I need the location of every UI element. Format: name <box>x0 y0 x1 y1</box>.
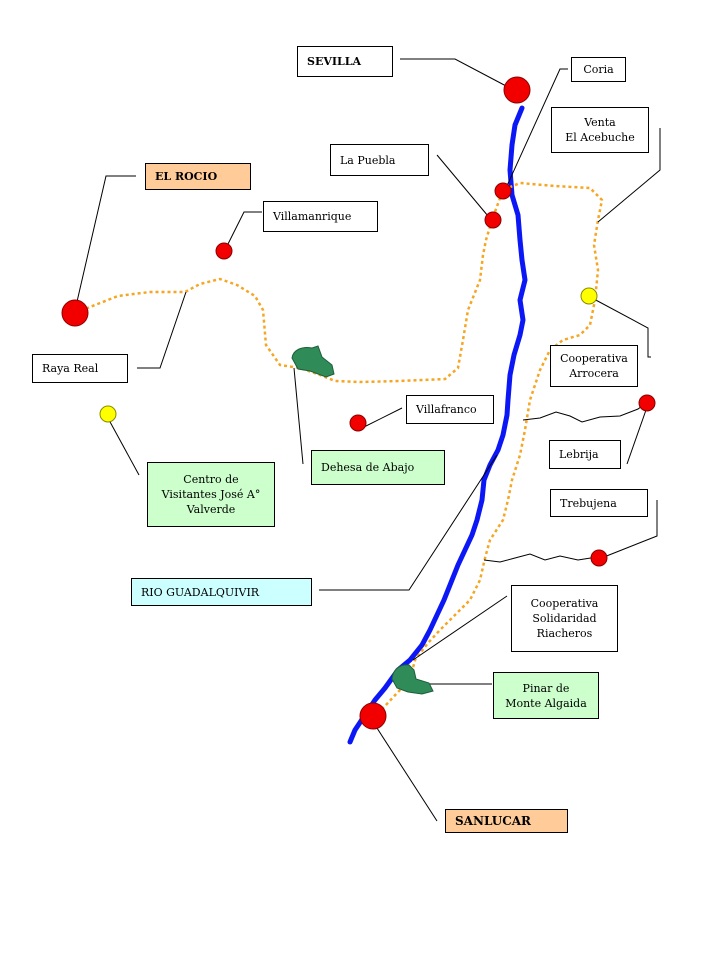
road-lebrija <box>522 402 647 423</box>
label-sevilla-text: SEVILLA <box>307 55 362 68</box>
town-marker-icon <box>484 211 502 229</box>
leader-lebrija <box>626 409 647 465</box>
leader-sanlucar <box>374 724 438 822</box>
label-el-rocio-text: EL ROCIO <box>155 170 218 183</box>
town-marker-icon <box>638 394 656 412</box>
leader-cooperativa-arrocera <box>591 297 651 358</box>
town-marker-icon <box>359 702 387 730</box>
label-dehesa-text: Dehesa de Abajo <box>321 461 415 474</box>
town-marker-icon <box>349 414 367 432</box>
town-marker-icon <box>215 242 233 260</box>
leader-sevilla <box>400 58 509 88</box>
label-trebujena: Trebujena <box>550 489 648 517</box>
label-cooperativa-solidaridad-text: Cooperativa Solidaridad Riacheros <box>530 597 599 640</box>
label-centro-text: Centro de Visitantes José A° Valverde <box>161 473 261 516</box>
leader-la-puebla <box>436 154 489 217</box>
town-marker-icon <box>590 549 608 567</box>
label-villamanrique-text: Villamanrique <box>273 210 352 223</box>
label-coria-text: Coria <box>583 63 614 76</box>
leader-rio <box>319 454 498 591</box>
label-sanlucar: SANLUCAR <box>445 809 568 833</box>
label-lebrija: Lebrija <box>549 440 621 469</box>
point-of-interest-icon <box>99 405 117 423</box>
route-path <box>74 181 604 717</box>
label-cooperativa-arrocera: Cooperativa Arrocera <box>550 345 638 387</box>
leader-centro <box>108 419 140 476</box>
label-villamanrique: Villamanrique <box>263 201 378 232</box>
leader-el-rocio <box>75 175 136 307</box>
leader-villamanrique <box>225 211 262 249</box>
label-la-puebla-text: La Puebla <box>340 153 396 167</box>
leader-dehesa <box>293 367 304 465</box>
label-el-rocio: EL ROCIO <box>145 163 251 190</box>
leader-raya-real <box>137 291 187 369</box>
label-venta-text: Venta El Acebuche <box>565 116 635 144</box>
forest-area-icon <box>291 345 335 378</box>
label-cooperativa-arrocera-text: Cooperativa Arrocera <box>560 352 628 380</box>
leader-coria <box>505 68 568 189</box>
leader-venta <box>597 128 661 223</box>
label-trebujena-text: Trebujena <box>560 496 617 510</box>
town-marker-icon <box>494 182 512 200</box>
leader-cooperativa-solidaridad <box>412 595 508 661</box>
label-pinar-text: Pinar de Monte Algaida <box>505 681 587 710</box>
point-of-interest-icon <box>580 287 598 305</box>
label-villafranco: Villafranco <box>406 395 494 424</box>
leader-lines <box>75 58 661 822</box>
leader-villafranco <box>361 407 403 429</box>
label-villafranco-text: Villafranco <box>416 403 477 416</box>
leader-trebujena <box>603 500 658 558</box>
forest-area-icon <box>391 664 434 695</box>
label-rio-text: RIO GUADALQUIVIR <box>141 585 260 599</box>
town-marker-icon <box>61 299 89 327</box>
label-dehesa-de-abajo: Dehesa de Abajo <box>311 450 445 485</box>
label-sanlucar-text: SANLUCAR <box>455 813 532 828</box>
label-raya-real-text: Raya Real <box>42 362 99 375</box>
label-coria: Coria <box>571 57 626 82</box>
label-venta-el-acebuche: Venta El Acebuche <box>551 107 649 153</box>
label-la-puebla: La Puebla <box>330 144 429 176</box>
label-lebrija-text: Lebrija <box>559 448 599 461</box>
label-rio-guadalquivir: RIO GUADALQUIVIR <box>131 578 312 606</box>
road-trebujena <box>483 553 598 563</box>
label-cooperativa-solidaridad: Cooperativa Solidaridad Riacheros <box>511 585 618 652</box>
label-raya-real: Raya Real <box>32 354 128 383</box>
label-pinar-de-monte-algaida: Pinar de Monte Algaida <box>493 672 599 719</box>
town-marker-icon <box>503 76 531 104</box>
label-sevilla: SEVILLA <box>297 46 393 77</box>
label-centro-de-visitantes: Centro de Visitantes José A° Valverde <box>147 462 275 527</box>
